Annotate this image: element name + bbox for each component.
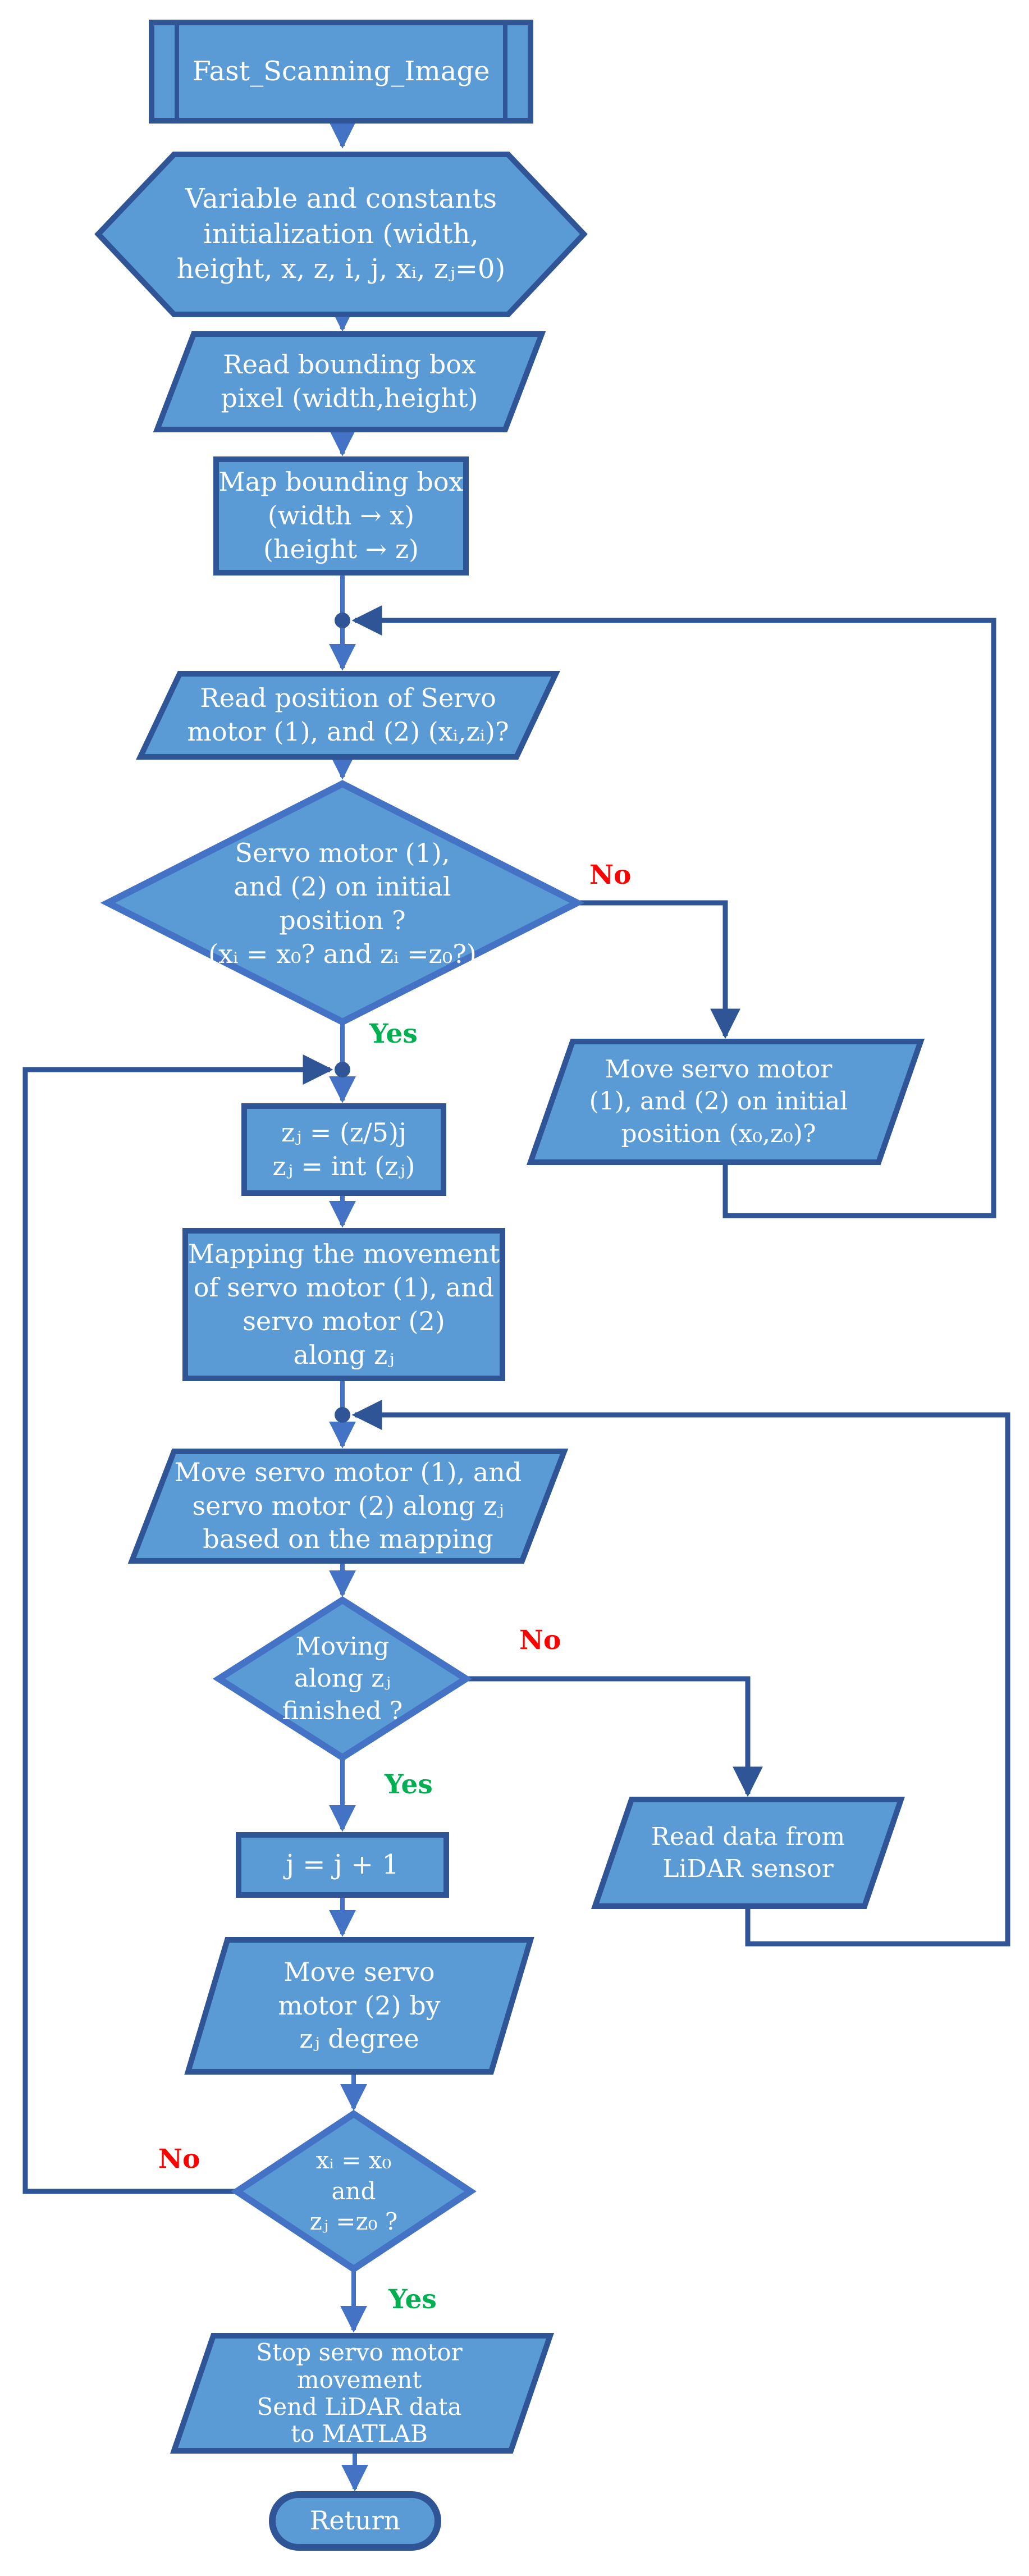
label-line: Stop servo motor bbox=[256, 2339, 463, 2367]
move-servo2-label: Move servo motor (2) by zⱼ degree bbox=[202, 1945, 516, 2066]
label-line: position (x₀,z₀)? bbox=[621, 1119, 816, 1148]
node-move-along-zj-parallelogram bbox=[127, 1449, 569, 1564]
loop-moveinitial-to-junction1 bbox=[351, 605, 996, 1218]
label-line: and bbox=[331, 2177, 376, 2205]
init-label: Variable and constants initialization (w… bbox=[129, 162, 553, 307]
label-line: motor (1), and (2) (xᵢ,zᵢ)? bbox=[187, 716, 509, 747]
label-line: Variable and constants bbox=[185, 183, 497, 215]
branch-label-yes-decision2: Yes bbox=[385, 1769, 433, 1800]
node-at-origin-decision bbox=[231, 2109, 477, 2273]
node-move-servo2-parallelogram bbox=[184, 1937, 534, 2075]
label-line: along zⱼ bbox=[294, 1664, 391, 1693]
node-moving-finished-decision bbox=[212, 1596, 473, 1762]
label-line: Map bounding box bbox=[218, 467, 464, 497]
label-line: Read data from bbox=[651, 1822, 845, 1851]
label-line: zⱼ = int (zⱼ) bbox=[272, 1150, 415, 1181]
label-line: zⱼ = (z/5)j bbox=[281, 1117, 407, 1148]
branch-no-decision1 bbox=[577, 900, 740, 1039]
read-bbox-label: Read bounding box pixel (width,height) bbox=[168, 337, 530, 427]
node-read-servo-pos-parallelogram bbox=[136, 671, 560, 760]
label-line: Move servo bbox=[283, 1956, 435, 1987]
label-line: to MATLAB bbox=[291, 2420, 428, 2448]
node-stop-send-parallelogram bbox=[170, 2333, 554, 2454]
label-line: LiDAR sensor bbox=[662, 1855, 834, 1883]
servo-initial-decision-label: Servo motor (1), and (2) on initial posi… bbox=[146, 800, 539, 1008]
label-line: finished ? bbox=[282, 1696, 403, 1725]
label-line: pixel (width,height) bbox=[221, 383, 478, 413]
node-move-servo-initial-parallelogram bbox=[526, 1039, 925, 1165]
branch-label-yes-decision1: Yes bbox=[369, 1018, 418, 1049]
label-line: Return bbox=[309, 2505, 401, 2536]
compute-zj-label: zⱼ = (z/5)j zⱼ = int (zⱼ) bbox=[244, 1109, 443, 1190]
at-origin-decision-label: xᵢ = x₀ and zⱼ =z₀ ? bbox=[264, 2128, 443, 2255]
label-line: (1), and (2) on initial bbox=[589, 1087, 848, 1116]
read-lidar-label: Read data from LiDAR sensor bbox=[612, 1803, 884, 1902]
label-line: Move servo motor bbox=[605, 1055, 833, 1084]
return-label: Return bbox=[272, 2495, 438, 2547]
node-init-hexagon bbox=[94, 152, 588, 317]
branch-label-no-decision2: No bbox=[519, 1625, 561, 1656]
label-line: and (2) on initial bbox=[234, 871, 451, 902]
label-line: of servo motor (1), and bbox=[193, 1272, 495, 1303]
label-line: Move servo motor (1), and bbox=[174, 1456, 522, 1487]
label-line: (height → z) bbox=[263, 533, 419, 564]
label-line: servo motor (2) bbox=[243, 1306, 445, 1336]
move-servo-initial-label: Move servo motor (1), and (2) on initial… bbox=[547, 1045, 890, 1158]
node-mapping-movement-rect bbox=[182, 1228, 505, 1381]
branch-label-yes-decision3: Yes bbox=[388, 2284, 437, 2315]
label-line: along zⱼ bbox=[293, 1339, 395, 1370]
branch-label-no-decision1: No bbox=[589, 860, 632, 890]
increment-j-label: j = j + 1 bbox=[239, 1835, 446, 1895]
node-start bbox=[149, 20, 533, 124]
junction-dot bbox=[335, 613, 350, 628]
label-line: (xᵢ = x₀? and zᵢ =z₀?) bbox=[208, 938, 477, 969]
node-compute-zj-rect bbox=[241, 1103, 446, 1196]
label-line: based on the mapping bbox=[203, 1524, 493, 1555]
label-line: motor (2) by bbox=[278, 1990, 441, 2021]
junction-dot bbox=[335, 1407, 350, 1423]
label-line: servo motor (2) along zⱼ bbox=[192, 1490, 504, 1521]
map-bbox-label: Map bounding box (width → x) (height → z… bbox=[218, 463, 464, 569]
label-line: j = j + 1 bbox=[286, 1849, 399, 1881]
predefined-process-shape bbox=[149, 20, 533, 124]
branch-label-no-decision3: No bbox=[158, 2144, 200, 2175]
branch-no-decision3-loop bbox=[22, 1054, 333, 2194]
label-line: initialization (width, bbox=[203, 218, 479, 250]
junction-dot bbox=[335, 1062, 350, 1077]
branch-no-decision2 bbox=[466, 1676, 763, 1797]
loop-readlidar-to-junction3 bbox=[351, 1400, 1010, 1947]
node-return-terminator bbox=[269, 2491, 441, 2551]
label-line: Read bounding box bbox=[223, 349, 476, 380]
label-line: Fast_Scanning_Image bbox=[192, 56, 490, 88]
mapping-movement-label: Mapping the movement of servo motor (1),… bbox=[188, 1235, 500, 1374]
read-servo-pos-label: Read position of Servo motor (1), and (2… bbox=[152, 676, 545, 755]
label-line: movement bbox=[296, 2365, 422, 2394]
node-servo-initial-decision bbox=[100, 780, 585, 1026]
label-line: Moving bbox=[295, 1632, 390, 1661]
label-line: height, x, z, i, j, xᵢ, zⱼ=0) bbox=[176, 253, 506, 285]
label-line: xᵢ = x₀ bbox=[315, 2146, 392, 2175]
label-line: zⱼ degree bbox=[299, 2024, 419, 2054]
node-read-bbox-parallelogram bbox=[153, 331, 546, 432]
label-line: position ? bbox=[279, 905, 406, 935]
node-read-lidar-parallelogram bbox=[591, 1797, 905, 1909]
label-line: Servo motor (1), bbox=[235, 838, 450, 869]
node-map-bbox-rect bbox=[213, 456, 469, 576]
node-increment-j-rect bbox=[236, 1832, 449, 1898]
stop-send-label: Stop servo motor movement Send LiDAR dat… bbox=[191, 2339, 528, 2448]
label-line: zⱼ =z₀ ? bbox=[309, 2208, 398, 2236]
label-line: Send LiDAR data bbox=[257, 2393, 462, 2420]
label-line: (width → x) bbox=[267, 500, 415, 531]
start-label: Fast_Scanning_Image bbox=[152, 22, 530, 121]
move-along-zj-label: Move servo motor (1), and servo motor (2… bbox=[146, 1454, 550, 1558]
moving-finished-decision-label: Moving along zⱼ finished ? bbox=[247, 1620, 438, 1738]
label-line: Read position of Servo bbox=[200, 683, 496, 714]
label-line: Mapping the movement bbox=[187, 1239, 500, 1269]
